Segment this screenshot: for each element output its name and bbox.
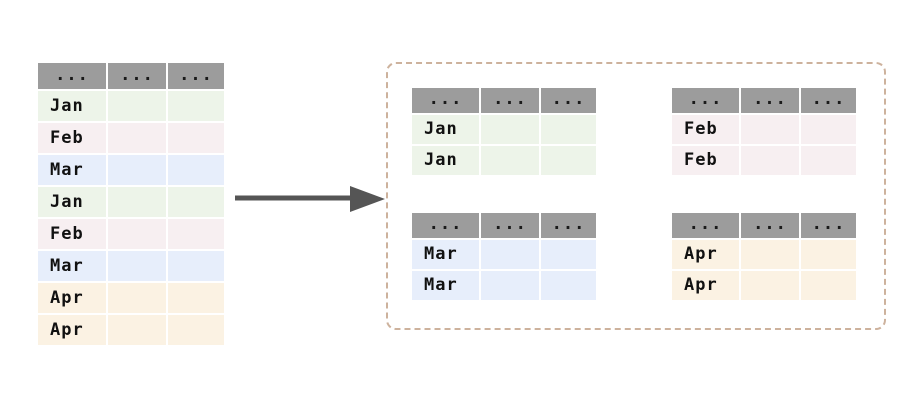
row-label: Jan (412, 146, 479, 175)
row-cell (541, 240, 596, 269)
table-row: Mar (412, 271, 596, 300)
column-header-1: ... (108, 63, 166, 89)
row-cell (108, 219, 166, 249)
table-row: Feb (38, 219, 224, 249)
row-cell (108, 315, 166, 345)
result-table-jan: ... ... ... Jan Jan (412, 88, 596, 175)
row-label: Mar (38, 251, 106, 281)
row-label: Apr (672, 271, 739, 300)
column-header-1: ... (481, 213, 539, 238)
row-cell (168, 123, 224, 153)
row-cell (801, 146, 856, 175)
row-cell (801, 271, 856, 300)
table-header-row: ... ... ... (672, 88, 856, 113)
row-cell (108, 91, 166, 121)
row-cell (801, 240, 856, 269)
column-header-0: ... (672, 213, 739, 238)
table-header-row: ... ... ... (672, 213, 856, 238)
row-cell (108, 155, 166, 185)
table-row: Jan (412, 146, 596, 175)
result-table-mar: ... ... ... Mar Mar (412, 213, 596, 300)
row-label: Mar (412, 240, 479, 269)
row-label: Apr (38, 283, 106, 313)
row-cell (168, 315, 224, 345)
column-header-2: ... (801, 213, 856, 238)
row-cell (168, 187, 224, 217)
column-header-2: ... (801, 88, 856, 113)
result-table-apr: ... ... ... Apr Apr (672, 213, 856, 300)
table-row: Apr (672, 271, 856, 300)
row-cell (108, 123, 166, 153)
row-label: Mar (412, 271, 479, 300)
column-header-2: ... (541, 213, 596, 238)
row-cell (741, 115, 799, 144)
table-row: Apr (38, 283, 224, 313)
row-cell (108, 187, 166, 217)
table-header-row: ... ... ... (412, 88, 596, 113)
row-cell (108, 283, 166, 313)
row-label: Jan (38, 187, 106, 217)
table-header-row: ... ... ... (38, 63, 224, 89)
row-cell (481, 240, 539, 269)
row-cell (168, 155, 224, 185)
row-cell (481, 271, 539, 300)
table-row: Feb (672, 115, 856, 144)
grouped-results-container (386, 62, 886, 330)
row-cell (741, 240, 799, 269)
column-header-1: ... (741, 88, 799, 113)
row-cell (481, 115, 539, 144)
row-cell (741, 146, 799, 175)
row-cell (541, 271, 596, 300)
row-cell (541, 115, 596, 144)
row-cell (801, 115, 856, 144)
row-cell (168, 283, 224, 313)
column-header-0: ... (38, 63, 106, 89)
column-header-1: ... (481, 88, 539, 113)
table-row: Feb (38, 123, 224, 153)
split-arrow-icon (235, 186, 385, 212)
column-header-2: ... (168, 63, 224, 89)
table-row: Mar (412, 240, 596, 269)
row-label: Feb (38, 219, 106, 249)
column-header-1: ... (741, 213, 799, 238)
row-label: Jan (38, 91, 106, 121)
row-cell (168, 91, 224, 121)
row-cell (108, 251, 166, 281)
row-label: Mar (38, 155, 106, 185)
table-row: Mar (38, 155, 224, 185)
source-table: ... ... ... Jan Feb Mar Jan Feb (38, 63, 224, 345)
row-cell (168, 219, 224, 249)
row-label: Apr (672, 240, 739, 269)
row-label: Feb (672, 146, 739, 175)
table-row: Feb (672, 146, 856, 175)
table-row: Apr (38, 315, 224, 345)
column-header-2: ... (541, 88, 596, 113)
row-cell (541, 146, 596, 175)
table-row: Apr (672, 240, 856, 269)
row-cell (481, 146, 539, 175)
row-label: Apr (38, 315, 106, 345)
row-label: Feb (38, 123, 106, 153)
table-row: Mar (38, 251, 224, 281)
table-row: Jan (38, 91, 224, 121)
row-label: Jan (412, 115, 479, 144)
column-header-0: ... (672, 88, 739, 113)
table-row: Jan (412, 115, 596, 144)
row-cell (168, 251, 224, 281)
column-header-0: ... (412, 213, 479, 238)
table-row: Jan (38, 187, 224, 217)
row-label: Feb (672, 115, 739, 144)
table-header-row: ... ... ... (412, 213, 596, 238)
result-table-feb: ... ... ... Feb Feb (672, 88, 856, 175)
row-cell (741, 271, 799, 300)
column-header-0: ... (412, 88, 479, 113)
